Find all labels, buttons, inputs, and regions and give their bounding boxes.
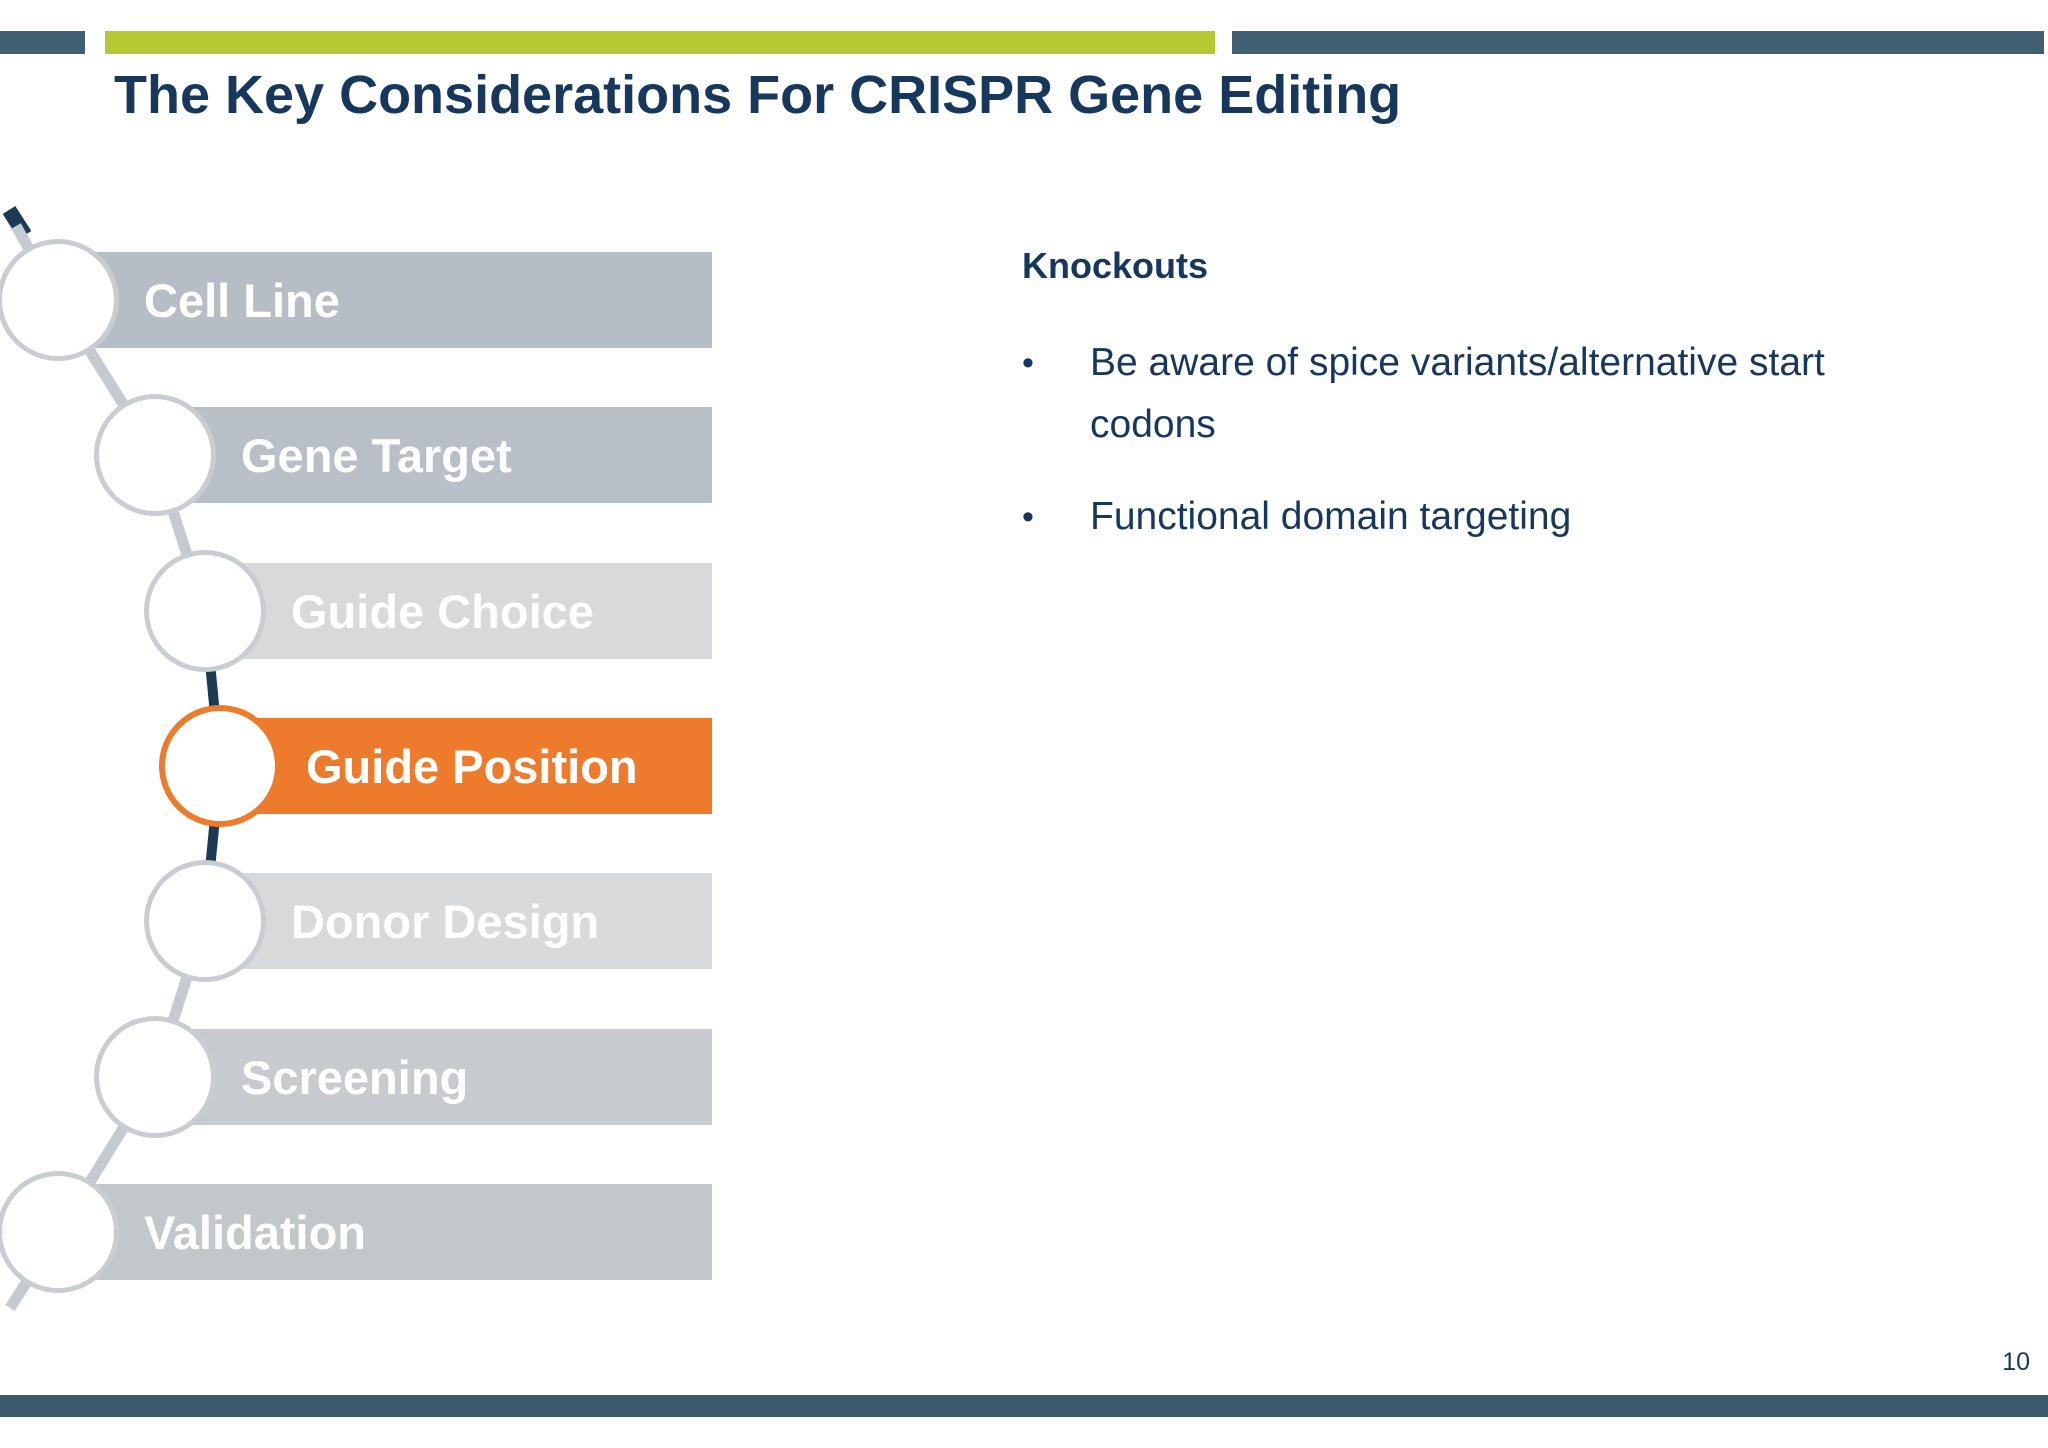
bullet-text: Be aware of spice variants/alternative s…: [1090, 332, 1825, 456]
bullet-item: • Be aware of spice variants/alternative…: [1022, 332, 1825, 456]
bullet-text-line: Functional domain targeting: [1090, 495, 1572, 538]
step-label: Cell Line: [144, 273, 340, 327]
top-accent-bar-right: [1232, 31, 2044, 54]
step-bar: Guide Choice: [205, 563, 712, 659]
step-marker-circle: [144, 860, 266, 982]
step-label: Guide Position: [306, 739, 638, 793]
step-label: Guide Choice: [291, 584, 594, 638]
bullet-marker: •: [1022, 344, 1034, 382]
step-marker-circle: [0, 1171, 119, 1293]
bullet-text: Functional domain targeting: [1090, 486, 1571, 548]
step-bar: Gene Target: [155, 407, 712, 503]
page-number: 10: [2002, 1348, 2030, 1376]
step-marker-circle: [94, 1016, 216, 1138]
step-marker-circle: [94, 394, 216, 516]
step-bar-active: Guide Position: [220, 718, 712, 814]
step-bar: Donor Design: [205, 873, 712, 969]
step-bar: Validation: [58, 1184, 712, 1280]
step-label: Gene Target: [241, 428, 512, 482]
bullet-item: • Functional domain targeting: [1022, 486, 1571, 548]
arrow-tip-navy: [2, 205, 32, 240]
footer-bar: [0, 1395, 2048, 1417]
step-marker-circle: [0, 239, 119, 361]
bullet-marker: •: [1022, 498, 1034, 536]
step-bar: Screening: [155, 1029, 712, 1125]
step-label: Donor Design: [291, 894, 600, 948]
step-marker-circle: [144, 550, 266, 672]
slide-title: The Key Considerations For CRISPR Gene E…: [114, 65, 1402, 125]
step-bar: Cell Line: [58, 252, 712, 348]
step-label: Validation: [144, 1205, 366, 1259]
knockouts-heading: Knockouts: [1022, 245, 1209, 286]
bullet-text-line: codons: [1090, 403, 1216, 446]
top-accent-bar-green: [105, 31, 1215, 54]
step-marker-circle-active: [159, 705, 281, 827]
top-accent-bar-left: [0, 31, 85, 54]
step-label: Screening: [241, 1050, 469, 1104]
bullet-text-line: Be aware of spice variants/alternative s…: [1090, 341, 1825, 384]
